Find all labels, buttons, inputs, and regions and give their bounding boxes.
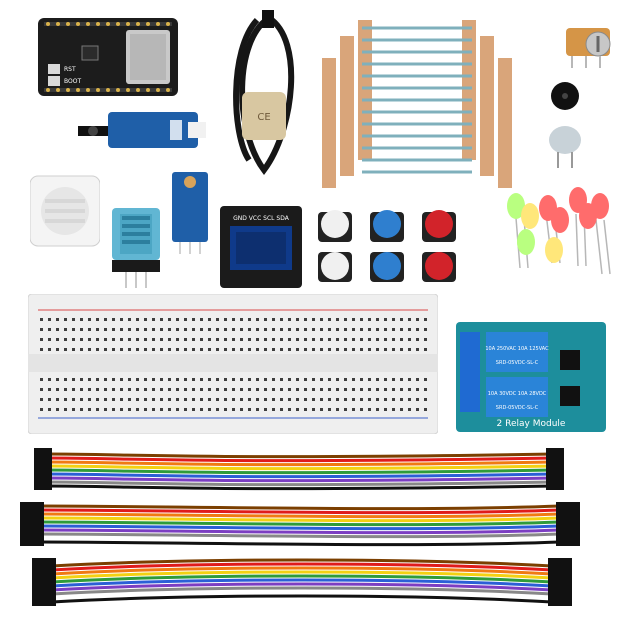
dht11-sensor	[112, 208, 160, 290]
oled-pin-label: GND VCC SCL SDA	[233, 215, 290, 222]
relay-rating-2: 10A 30VDC 10A 28VDC	[488, 391, 547, 397]
button-set	[312, 206, 462, 288]
ldr-sensor	[172, 166, 208, 256]
relay-text-1: SRD-05VDC-SL-C	[496, 360, 539, 366]
oled-display: GND VCC SCL SDA	[220, 206, 302, 288]
relay-rating-1: 10A 250VAC 10A 125VAC	[485, 346, 549, 352]
esp32-board: RST BOOT	[38, 18, 178, 96]
potentiometer	[560, 18, 618, 70]
led-set	[496, 178, 616, 290]
jumper-wires-middle	[20, 496, 580, 556]
esp32-label-boot: BOOT	[64, 78, 81, 85]
resistor-set	[322, 18, 512, 188]
jumper-wires-top	[34, 448, 564, 496]
svg-text:CE: CE	[257, 112, 270, 123]
breadboard	[28, 294, 438, 434]
buzzer-top	[548, 80, 582, 112]
usb-cable: CE	[224, 10, 314, 185]
relay-module: 10A 250VAC 10A 125VAC SRD-05VDC-SL-C 10A…	[456, 322, 606, 432]
pir-sensor	[30, 166, 100, 256]
flame-sensor	[78, 112, 208, 154]
esp32-label-rst: RST	[64, 66, 76, 73]
relay-module-label: 2 Relay Module	[497, 419, 566, 429]
relay-text-2: SRD-05VDC-SL-C	[496, 405, 539, 411]
jumper-wires-bottom	[32, 548, 572, 610]
buzzer-leads	[540, 122, 590, 170]
